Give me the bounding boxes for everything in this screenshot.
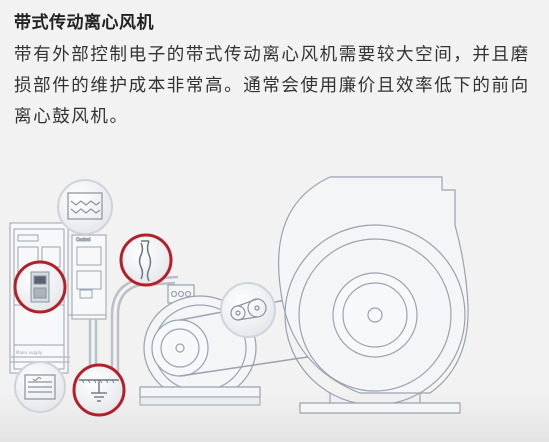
control-label: Control	[76, 237, 90, 242]
motor-base	[139, 396, 261, 406]
belt-driven-fan-illustration: Control Mains supply	[0, 176, 549, 442]
pulley-icon	[230, 298, 267, 321]
mains-supply-label: Mains supply	[16, 350, 43, 355]
filter-icon	[24, 374, 56, 400]
ground-icon	[79, 379, 119, 402]
wear-part-bubble	[119, 233, 173, 287]
belt-wear-icon	[138, 240, 152, 282]
section-title: 带式传动离心风机	[14, 13, 154, 33]
pulley-bubble	[220, 282, 276, 338]
control-signal-bubble	[57, 179, 113, 235]
control-unit: Control	[68, 234, 107, 320]
description-paragraph: 带有外部控制电子的带式传动离心风机需要较大空间，并且磨损部件的维护成本非常高。通…	[14, 45, 530, 127]
grounding-bubble	[72, 363, 126, 417]
inverter-icon	[30, 271, 50, 303]
waveform-icon	[67, 192, 103, 220]
inverter-bubble	[13, 260, 67, 314]
mains-filter-bubble	[14, 361, 66, 413]
centrifugal-fan-housing	[278, 176, 469, 414]
